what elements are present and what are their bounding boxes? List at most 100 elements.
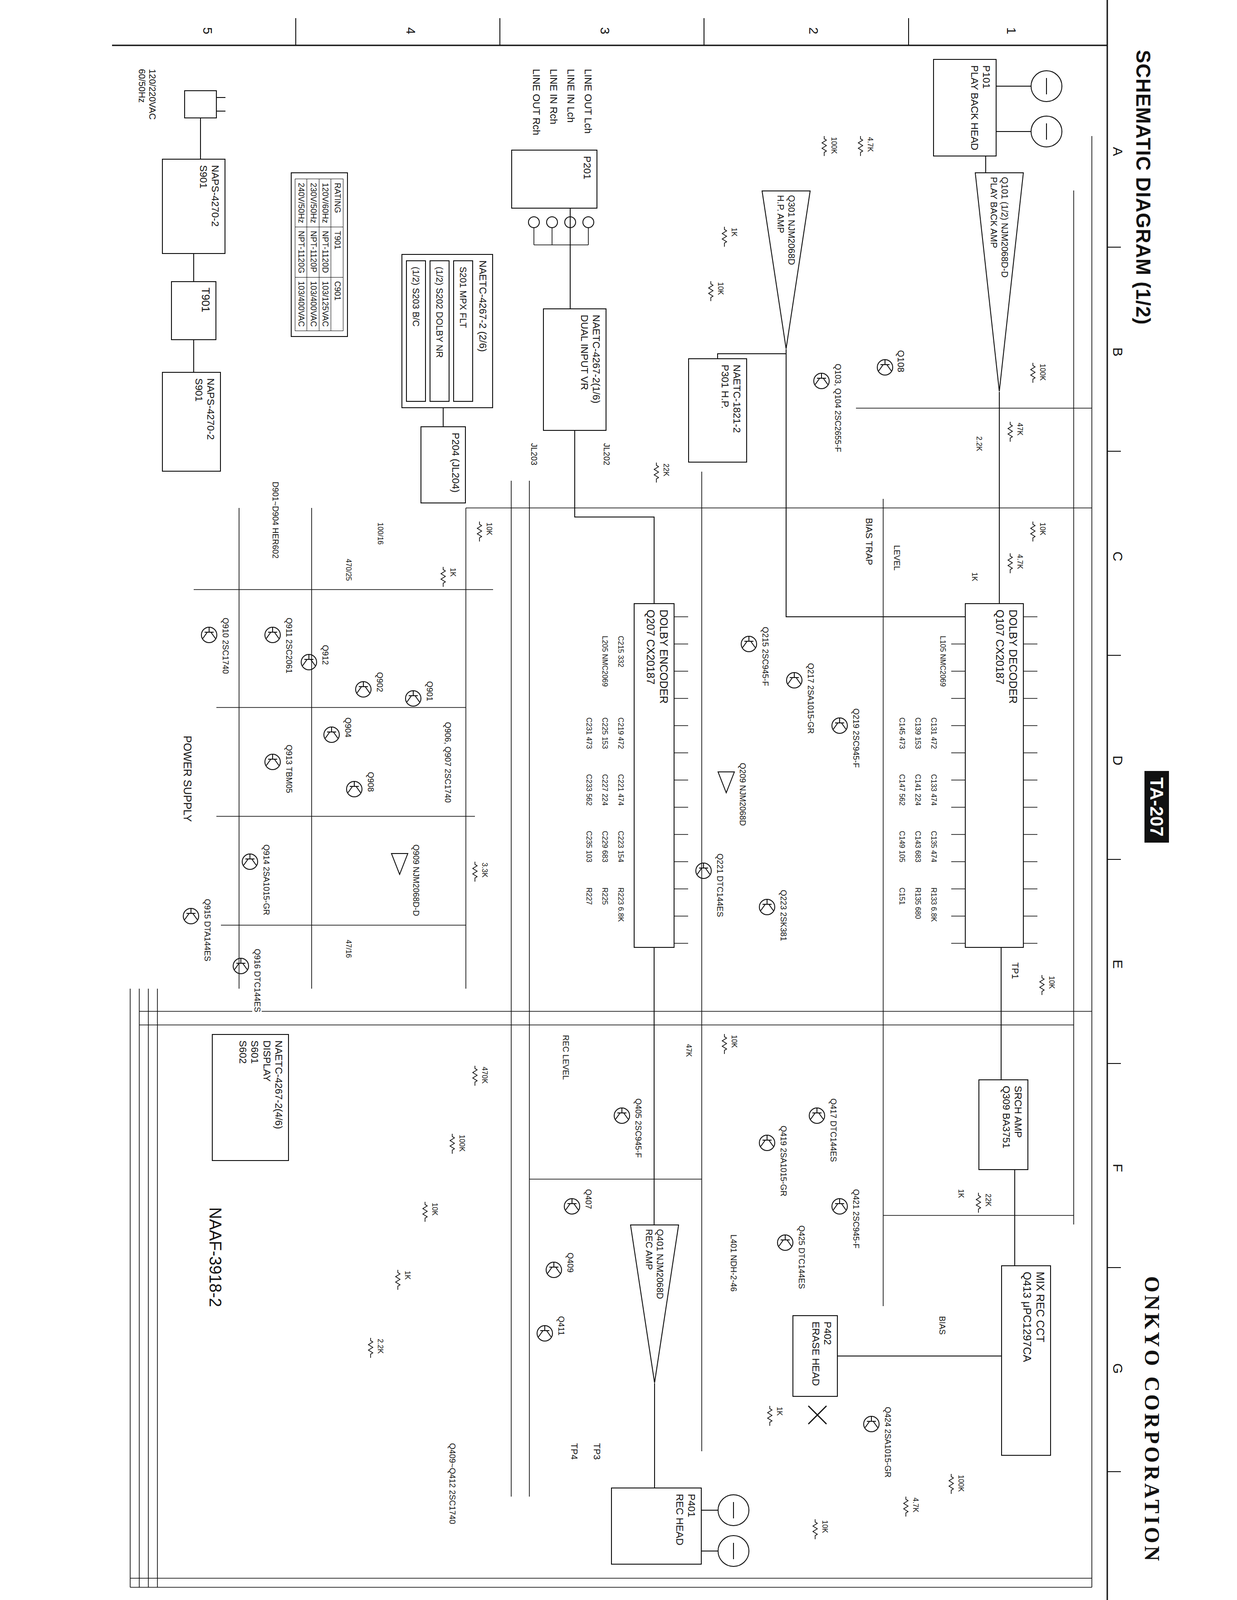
node-text: Q207 CX20187 — [643, 609, 657, 942]
resistor-symbol — [422, 1202, 428, 1223]
node-content: S201 MPX FLT — [457, 266, 469, 396]
node-content: (1/2) S203 B/C — [410, 266, 422, 396]
node-text: P101 — [980, 65, 993, 151]
part-value: C225 153 — [600, 716, 609, 750]
part-value: 10K — [1047, 975, 1056, 990]
head-connector: P101PLAY BACK HEAD — [933, 58, 997, 157]
part-label: Q916 DTC144ES — [252, 948, 262, 1014]
opamp-triangle — [762, 190, 811, 349]
grid-number: 5 — [200, 26, 215, 36]
part-label: Q223 2SK381 — [778, 889, 788, 943]
part-value: 47K — [1015, 421, 1024, 437]
node-text: 103/400VAC — [306, 277, 320, 332]
section-label: POWER SUPPLY — [180, 734, 194, 823]
node-text: Q101 (1/2) NJM2068D-D — [999, 176, 1011, 278]
resistor-symbol — [903, 1496, 909, 1517]
test-point: TP1 — [1009, 961, 1021, 981]
transistor-symbol — [759, 1135, 775, 1151]
node-text: NAPS-4270-2 — [209, 165, 221, 248]
part-label: L205 NMC2069 — [600, 635, 609, 688]
resistor-symbol — [722, 1034, 727, 1055]
node-text: S901 — [192, 378, 205, 466]
resistor-symbol — [472, 1065, 478, 1086]
part-value: 4.7K — [911, 1496, 920, 1514]
connector-box: P201 — [511, 149, 598, 209]
jack-symbol — [582, 216, 594, 228]
node-text: ERASE HEAD — [809, 1321, 822, 1391]
grid-letter: B — [1109, 346, 1126, 358]
part-value: 10K — [1038, 521, 1047, 537]
node-text: DISPLAY — [260, 1040, 273, 1155]
erase-head-symbol — [808, 1406, 827, 1425]
node-text: 103/400VAC — [294, 277, 308, 332]
part-value: 10K — [820, 1519, 829, 1535]
part-value: 3.3K — [480, 861, 489, 879]
wire-connector — [442, 408, 444, 427]
part-label: Q424 2SA1015-GR — [882, 1406, 893, 1479]
node-text: 120V/60Hz — [318, 178, 332, 228]
opamp-symbol — [391, 853, 408, 875]
company-name: ONKYO CORPORATION — [1139, 1275, 1164, 1565]
node-text: NAETC-4267-2(4/6) — [272, 1040, 285, 1155]
node-text: PLAY BACK HEAD — [968, 65, 980, 151]
grid-letter: D — [1109, 754, 1126, 767]
part-label: Q411 — [556, 1315, 566, 1337]
part-label: Q425 DTC144ES — [796, 1224, 807, 1291]
node-content: Q101 (1/2) NJM2068D-DPLAY BACK AMP — [988, 176, 1011, 278]
transistor-symbol — [831, 1198, 848, 1215]
node-text: REC HEAD — [673, 1494, 685, 1559]
grid-letter: A — [1109, 146, 1126, 157]
transistor-symbol — [863, 1416, 880, 1433]
part-value: 4.7K — [1015, 553, 1024, 571]
part-value: 1K — [403, 1270, 412, 1282]
transistor-symbol — [877, 359, 893, 376]
opamp-symbol — [718, 772, 735, 793]
part-label: Q906, Q907 2SC1740 — [442, 721, 453, 804]
transistor-symbol — [809, 1108, 825, 1124]
part-value: 10K — [729, 1034, 739, 1049]
part-value: 47K — [684, 1043, 693, 1058]
part-label: L401 NDH-2-46 — [728, 1233, 739, 1293]
resistor-symbol — [1007, 553, 1013, 574]
node-text: P201 — [581, 156, 593, 203]
model-badge: TA-207 — [1144, 771, 1169, 843]
resistor-symbol — [858, 136, 863, 157]
transistor-symbol — [564, 1198, 580, 1215]
node-content: NAETC-4267-2(4/6)DISPLAYS601S602 — [236, 1040, 285, 1155]
part-label: Q215 2SC945-F — [760, 625, 770, 688]
node-text: S601 — [248, 1040, 261, 1155]
node-content: P402ERASE HEAD — [809, 1321, 834, 1391]
node-text: NAETC-1821-2 — [730, 364, 743, 457]
wire-connector — [193, 340, 195, 372]
resistor-symbol — [821, 136, 827, 157]
node-content: SRCH AMPQ309 BA3751 — [999, 1085, 1024, 1164]
head-connector: P402ERASE HEAD — [792, 1315, 838, 1398]
node-content: NAETC-4267-2(1/6)DUAL INPUT VR — [577, 314, 602, 425]
node-text: MIX REC CCT — [1033, 1271, 1047, 1450]
wire-connector — [654, 1383, 656, 1488]
node-content: P201 — [581, 156, 593, 203]
part-label: Q902 — [374, 671, 385, 694]
node-content: T901 — [198, 287, 212, 334]
node-text: Q401 NJM2068D — [654, 1229, 666, 1300]
node-text: Q301 NJM2068D — [786, 195, 797, 266]
part-value: C131 472 — [929, 716, 938, 750]
part-label: Q409~Q412 2SC1740 — [447, 1442, 457, 1526]
node-text: Q413 μPC1297CA — [1020, 1271, 1034, 1450]
ic-box: SRCH AMPQ309 BA3751 — [978, 1079, 1029, 1171]
switch-box: NAPS-4270-2S901 — [161, 371, 221, 472]
part-label: Q417 DTC144ES — [828, 1097, 838, 1164]
wire-connector — [193, 254, 195, 282]
grid-ticks — [295, 18, 1121, 1472]
resistor-symbol — [395, 1270, 401, 1291]
part-value: 100K — [829, 136, 838, 155]
node-text: NPT-1120P — [306, 226, 320, 278]
head-symbol — [718, 1535, 749, 1567]
jack-label: LINE IN Lch — [565, 68, 577, 124]
head-leads — [701, 78, 1047, 1560]
wire-connector — [717, 349, 787, 359]
part-value: 470/25 — [344, 557, 353, 582]
part-value: 2.2K — [974, 435, 983, 453]
part-value: 100/16 — [376, 521, 385, 546]
resistor-symbol — [767, 1406, 773, 1427]
